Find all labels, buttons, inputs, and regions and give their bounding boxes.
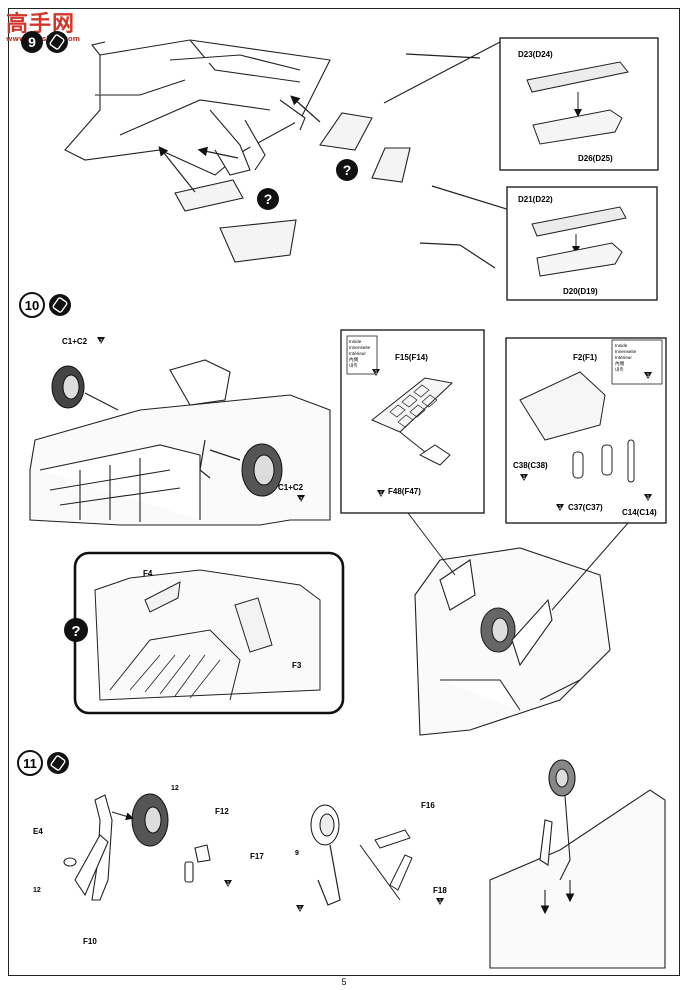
part-label: F3 <box>292 661 302 670</box>
aircraft-top-view <box>64 39 331 176</box>
part-label: F2(F1) <box>573 353 597 362</box>
step-10-number: 10 <box>25 298 39 313</box>
part-label: E4 <box>33 827 43 836</box>
part-label: D26(D25) <box>578 154 613 163</box>
part-label: F15(F14) <box>395 353 428 362</box>
question-mark: ? <box>264 191 273 207</box>
part-label: D21(D22) <box>518 195 553 204</box>
step-11-badge: 11 <box>17 750 69 776</box>
paint-code: 1 <box>559 505 562 511</box>
nose-wheel-f12 <box>131 793 169 847</box>
main-wheel-left <box>51 365 85 409</box>
glue-icon <box>52 297 68 313</box>
legend-line: 내측 <box>349 362 357 369</box>
loose-panels <box>174 112 411 263</box>
step-9-callout-bottom: D21(D22) D20(D19) <box>506 186 658 301</box>
legend-line: 내측 <box>615 366 623 373</box>
paint-code: 9 <box>295 850 299 857</box>
main-wheel-right <box>241 443 283 497</box>
paint-code: 12 <box>171 785 179 792</box>
step-9-badge: 9 <box>21 31 68 53</box>
wheel-assembly-middle <box>310 804 413 906</box>
part-label: F10 <box>83 937 97 946</box>
step-9-question-2: ? <box>257 188 279 210</box>
part-label: F16 <box>421 801 435 810</box>
page-border <box>8 8 680 976</box>
strut-f17 <box>184 844 211 883</box>
paint-code: 7 <box>100 339 103 345</box>
paint-code: 1 <box>647 495 650 501</box>
part-label: D20(D19) <box>563 287 598 296</box>
paint-code: 1 <box>647 373 650 379</box>
part-label: C37(C37) <box>568 503 603 512</box>
question-mark: ? <box>343 162 352 178</box>
part-label-wheel: C1+C2 <box>278 483 304 492</box>
step-9-number: 9 <box>28 34 36 50</box>
legend-line: Innenseite <box>349 345 371 350</box>
part-label: F4 <box>143 569 153 578</box>
step-10-callout-left: Inside Innenseite Intérieur 內側 내측 1 F15(… <box>340 329 485 514</box>
landing-gear-leg-left <box>63 794 113 901</box>
part-label: F48(F47) <box>388 487 421 496</box>
paint-code: 1 <box>299 906 302 912</box>
glue-icon <box>49 34 65 50</box>
part-label-wheel: C1+C2 <box>62 337 88 346</box>
step-11-assembly-view <box>489 759 666 969</box>
paint-code: 1 <box>380 491 383 497</box>
paint-code: 1 <box>227 881 230 887</box>
step-10-badge: 10 <box>19 292 71 318</box>
step-9: 9 <box>21 31 659 301</box>
step-10-detail-inset: F4 F3 ? <box>64 551 345 715</box>
step-9-callout-top: D23(D24) D26(D25) <box>499 37 659 171</box>
legend-line: 內側 <box>615 360 625 367</box>
step-9-question-1: ? <box>336 159 358 181</box>
step-10-callout-right: Inside Innenseite Intérieur 內側 내측 1 F2(F… <box>505 337 667 524</box>
part-label: C14(C14) <box>622 508 657 517</box>
paint-code: 1 <box>523 475 526 481</box>
step-10: 10 C1+C2 7 <box>19 292 667 736</box>
legend-line: Intérieur <box>615 355 632 360</box>
paint-code: 12 <box>33 887 41 894</box>
part-label: C38(C38) <box>513 461 548 470</box>
paint-code: 1 <box>439 899 442 905</box>
part-label: D23(D24) <box>518 50 553 59</box>
part-label: F17 <box>250 852 264 861</box>
part-label: F18 <box>433 886 447 895</box>
watermark-url: www.gaoshou.com <box>6 35 81 43</box>
question-mark: ? <box>71 623 80 640</box>
paint-code: 7 <box>300 497 303 503</box>
step-11: 11 E4 12 F10 12 F12 F17 <box>17 750 666 969</box>
legend-line: Innenseite <box>615 349 637 354</box>
legend-line: 內側 <box>349 356 359 363</box>
page-number: 5 <box>341 977 347 987</box>
paint-code: 1 <box>375 370 378 376</box>
step-10-assembly-view <box>414 547 611 736</box>
part-label: F12 <box>215 807 229 816</box>
legend-line: Inside <box>615 343 628 348</box>
legend-line: Inside <box>349 339 362 344</box>
legend-line: Intérieur <box>349 351 366 356</box>
glue-icon <box>50 755 66 771</box>
step-11-number: 11 <box>23 756 37 771</box>
